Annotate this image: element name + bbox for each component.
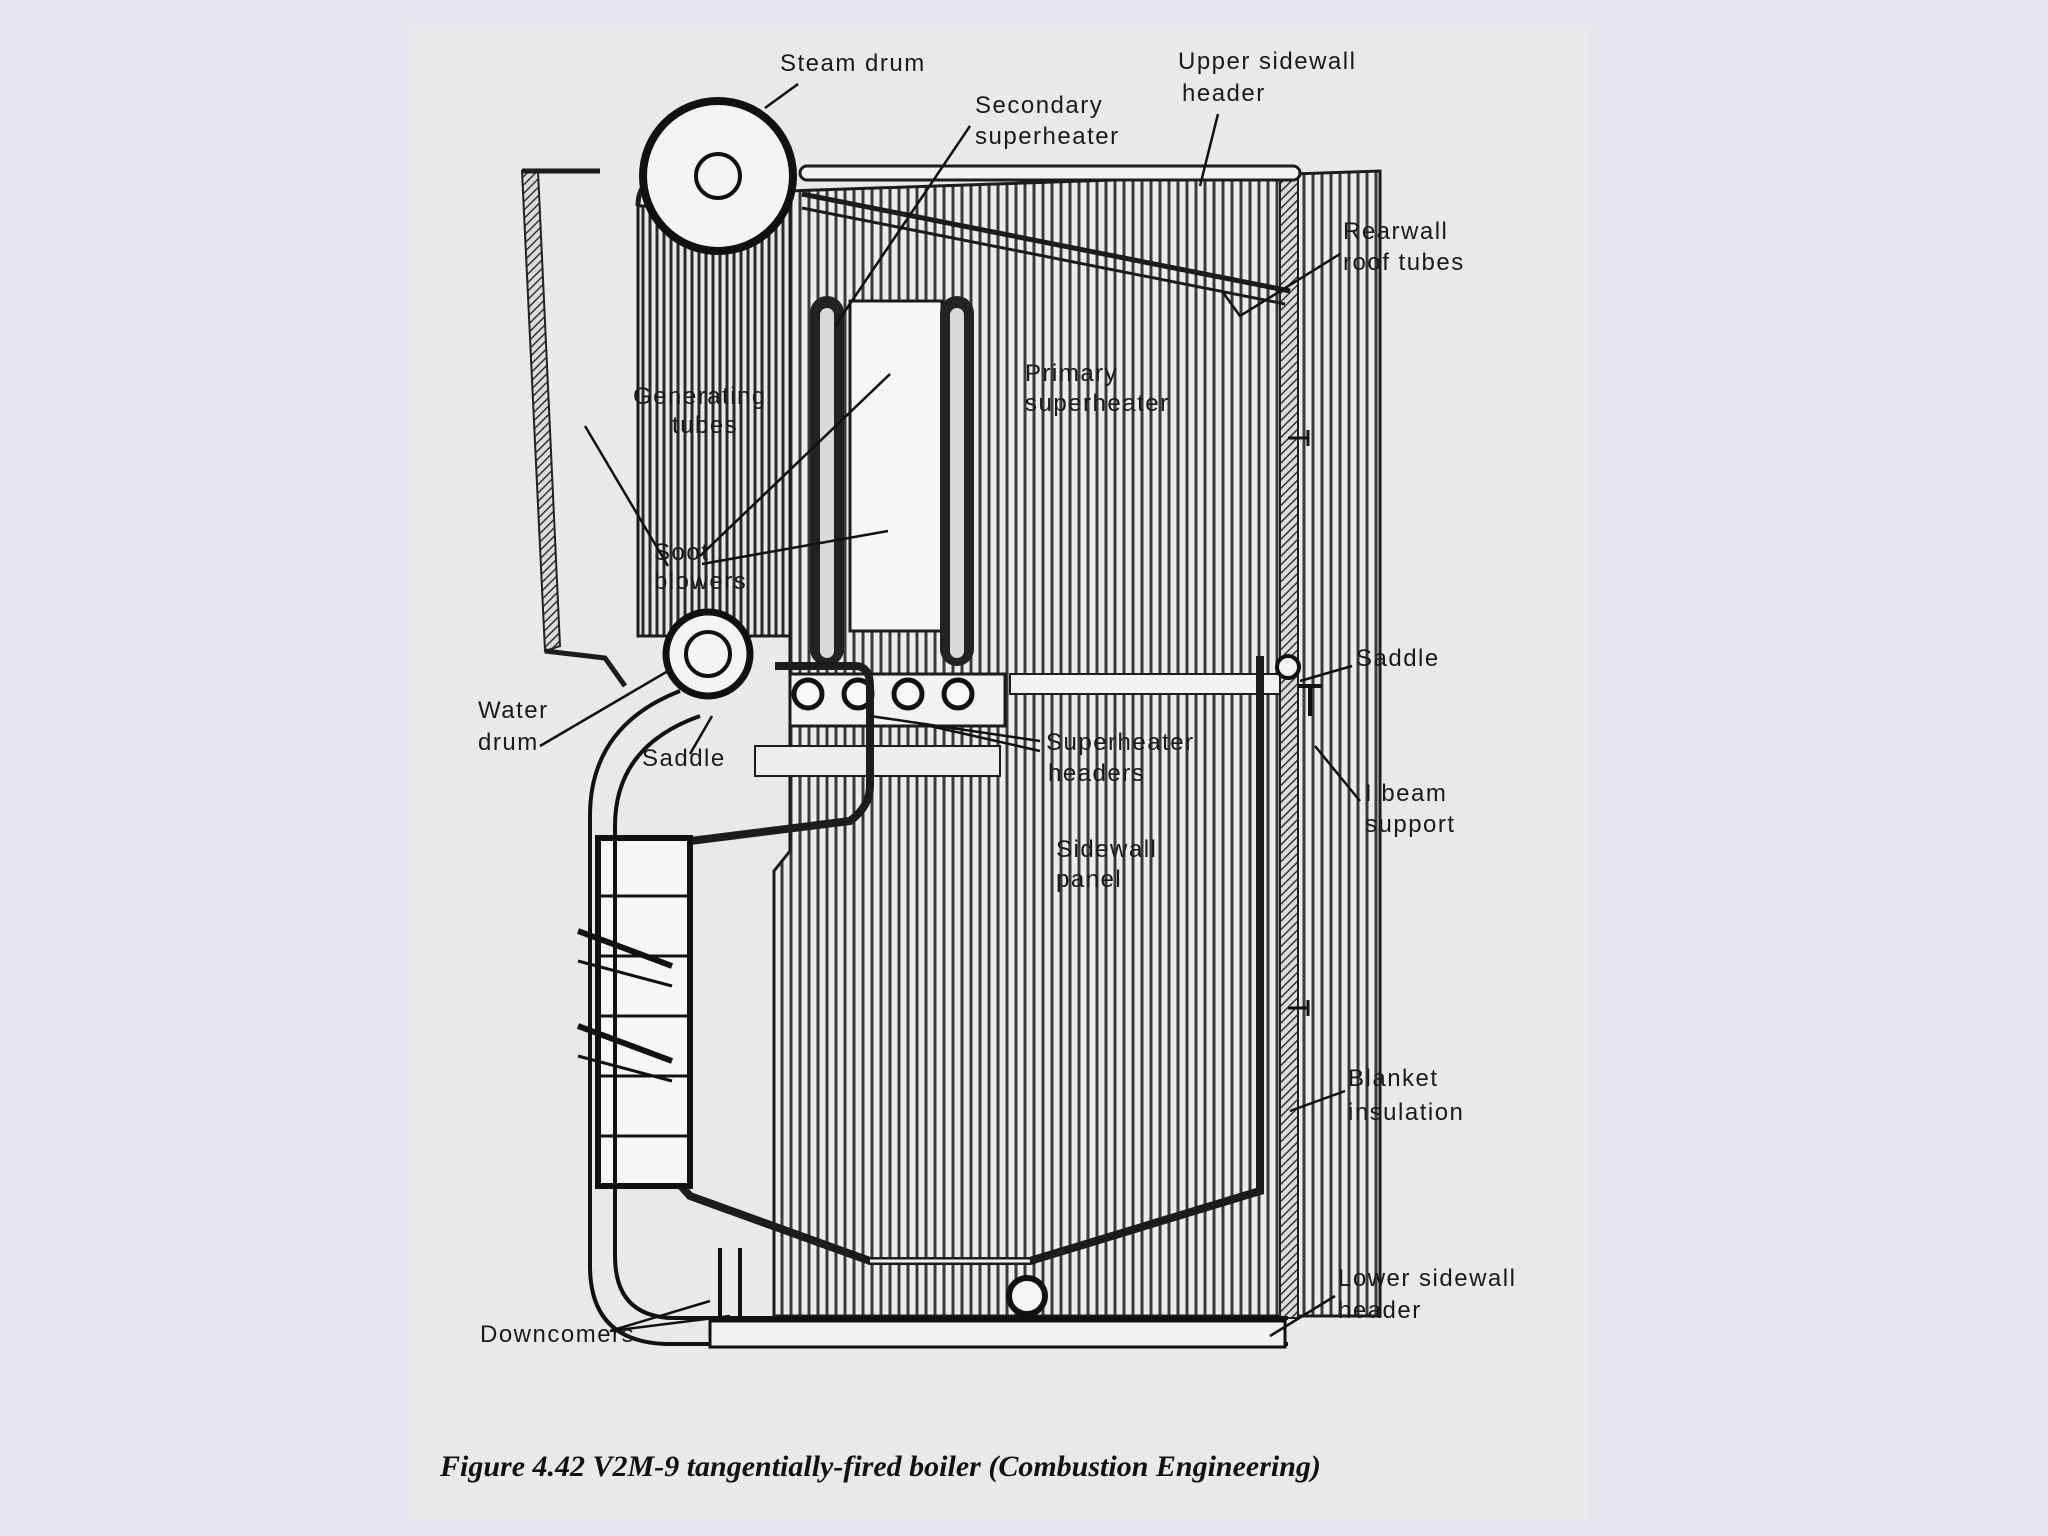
water-drum [662, 608, 754, 700]
upper-sidewall-header-label-2: header [1182, 80, 1266, 107]
generating-tubes-label-2: tubes [672, 412, 738, 439]
sidewall-panel-label-2: panel [1056, 866, 1122, 893]
lower-sidewall-header-label-2: header [1338, 1297, 1422, 1324]
i-beam-support-label-2: support [1365, 811, 1456, 838]
soot-blowers-label-2: blowers [654, 568, 747, 595]
left-casing [520, 168, 628, 688]
leader-lines [539, 82, 1361, 1338]
secondary-superheater [810, 296, 974, 666]
rearwall-roof-tubes-label-2: roof tubes [1343, 249, 1465, 276]
burner-windbox [576, 835, 693, 1189]
steam-drum-label: Steam drum [780, 50, 926, 77]
superheater-headers-label-1: Superheater [1046, 729, 1195, 756]
blanket-insulation-label-1: Blanket [1348, 1065, 1439, 1092]
right-saddle-support [1275, 430, 1322, 1016]
water-drum-label-2: drum [478, 729, 539, 756]
boiler-diagram: Steam drum Upper sidewall header Seconda… [439, 48, 1516, 1483]
diagram-labels: Steam drum Upper sidewall header Seconda… [478, 48, 1516, 1348]
downcomers-pipe [588, 689, 1288, 1349]
figure-caption: Figure 4.42 V2M-9 tangentially-fired boi… [439, 1450, 1321, 1483]
primary-superheater-label-1: Primary [1025, 360, 1118, 387]
superheater-headers-label-2: headers [1048, 760, 1145, 787]
primary-superheater-label-2: superheater [1025, 390, 1170, 417]
rearwall-roof-tubes-label-1: Rearwall [1343, 218, 1448, 245]
secondary-superheater-label-1: Secondary [975, 92, 1103, 119]
i-beam-support-label-1: I beam [1365, 780, 1447, 807]
steam-drum [639, 97, 797, 255]
saddle-right-label: Saddle [1356, 645, 1440, 672]
secondary-superheater-label-2: superheater [975, 123, 1120, 150]
upper-sidewall-header-label-1: Upper sidewall [1178, 48, 1356, 75]
lower-sidewall-header-label-1: Lower sidewall [1338, 1265, 1516, 1292]
water-drum-label-1: Water [478, 697, 549, 724]
boiler-figure: Steam drum Upper sidewall header Seconda… [410, 26, 1588, 1520]
saddle-left-label: Saddle [642, 745, 726, 772]
generating-tubes-label-1: Generating [633, 383, 767, 410]
superheater-headers [754, 672, 1281, 777]
soot-blowers-label-1: Soot [654, 539, 709, 566]
sidewall-panel-label-1: Sidewall [1056, 836, 1157, 863]
blanket-insulation-label-2: insulation [1348, 1099, 1464, 1126]
downcomers-label: Downcomers [480, 1321, 635, 1348]
